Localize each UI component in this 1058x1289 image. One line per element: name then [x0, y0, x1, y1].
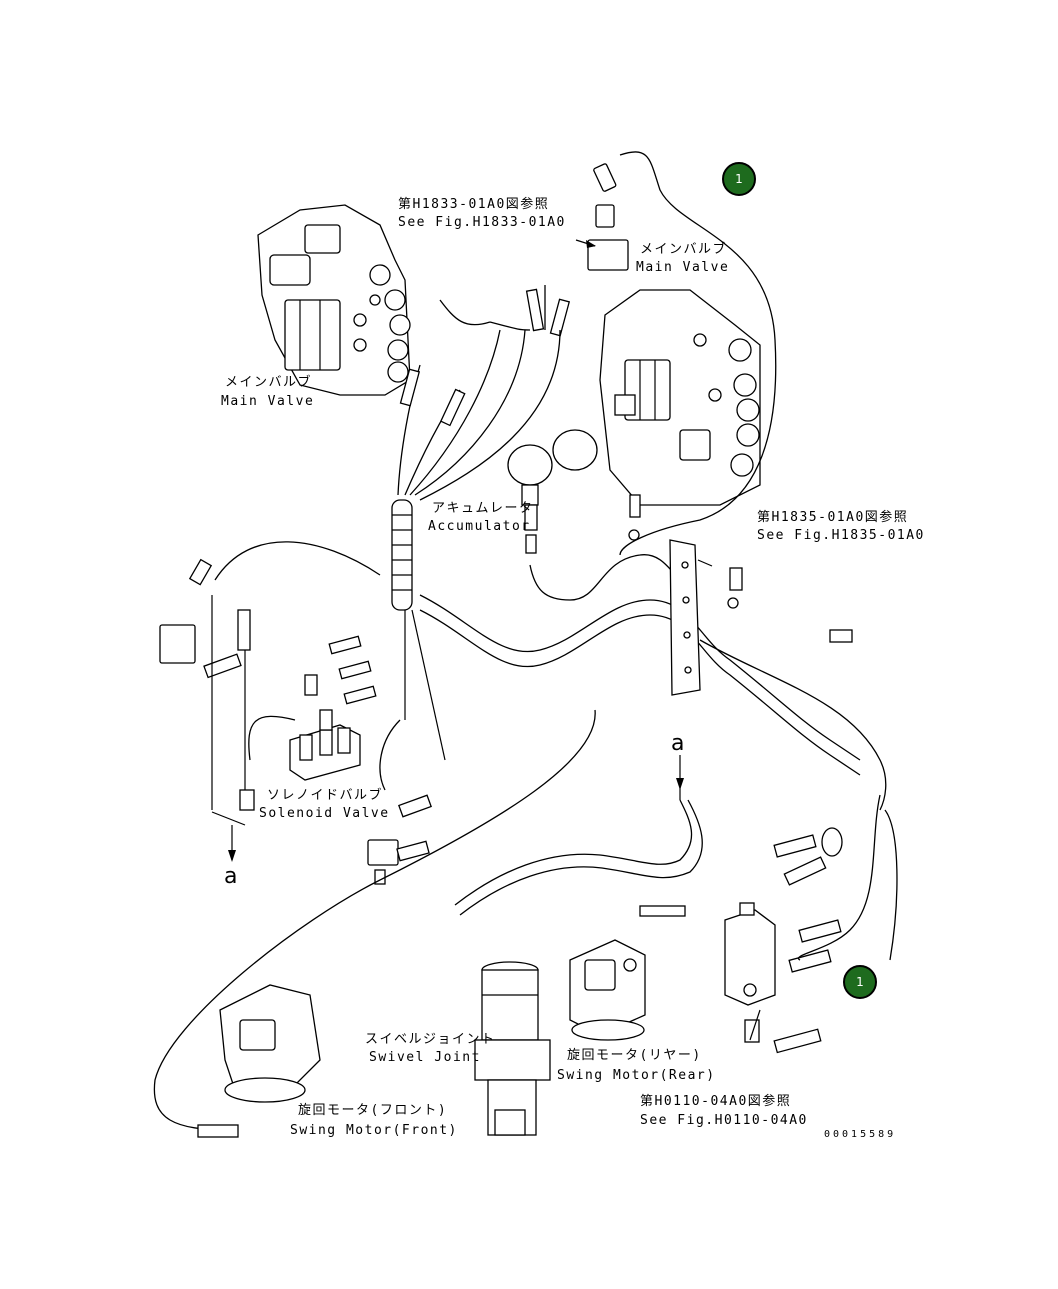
part-number-label: 00015589	[824, 1129, 897, 1140]
marker-a-left: a	[224, 864, 238, 889]
fig-h1833-jp-label: 第H1833-01A0図参照	[398, 197, 550, 212]
fig-h1835-en-label: See Fig.H1835-01A0	[757, 528, 925, 543]
fig-h0110-jp-label: 第H0110-04A0図参照	[640, 1094, 792, 1109]
swing-motor-rear-en-label: Swing Motor(Rear)	[557, 1068, 716, 1083]
accumulator-en-label: Accumulator	[428, 519, 531, 534]
wrapped-hose	[419, 594, 887, 811]
fig-h1835-jp-label: 第H1835-01A0図参照	[757, 510, 909, 525]
main-valve-right-en-label: Main Valve	[636, 260, 730, 275]
main-valve-right	[599, 289, 761, 506]
swivel-joint	[474, 961, 551, 1136]
main-valve-left-jp-label: メインバルブ	[225, 375, 313, 390]
left-fittings	[159, 541, 381, 862]
swivel-hose	[153, 709, 703, 1131]
solenoid-valve-jp-label: ソレノイドバルブ	[267, 788, 384, 803]
pressure-block	[575, 151, 777, 556]
right-valve-block	[724, 794, 898, 1054]
mounting-bracket	[628, 494, 853, 696]
left-hose-bundle	[391, 285, 571, 611]
solenoid-valve	[289, 609, 446, 791]
fig-h1833-en-label: See Fig.H1833-01A0	[398, 215, 566, 230]
main-valve-right-jp-label: メインバルブ	[640, 242, 728, 257]
swing-motor-front-en-label: Swing Motor(Front)	[290, 1123, 458, 1138]
swing-motor-front	[197, 984, 321, 1138]
callout-1-bottom[interactable]: 1	[843, 965, 877, 999]
accumulator	[507, 429, 681, 601]
swing-motor-rear	[569, 905, 686, 1041]
swing-motor-front-jp-label: 旋回モータ(フロント)	[298, 1103, 448, 1118]
accumulator-jp-label: アキュムレータ	[432, 501, 534, 516]
marker-a-right: a	[671, 731, 685, 756]
solenoid-valve-en-label: Solenoid Valve	[259, 806, 390, 821]
main-valve-left-en-label: Main Valve	[221, 394, 315, 409]
callout-1-top[interactable]: 1	[722, 162, 756, 196]
swing-motor-rear-jp-label: 旋回モータ(リヤー)	[567, 1048, 702, 1063]
small-valve-block	[367, 794, 432, 885]
swivel-joint-jp-label: スイベルジョイント	[365, 1032, 496, 1047]
swivel-joint-en-label: Swivel Joint	[369, 1050, 481, 1065]
main-valve-left	[257, 204, 411, 396]
fig-h0110-en-label: See Fig.H0110-04A0	[640, 1113, 808, 1128]
